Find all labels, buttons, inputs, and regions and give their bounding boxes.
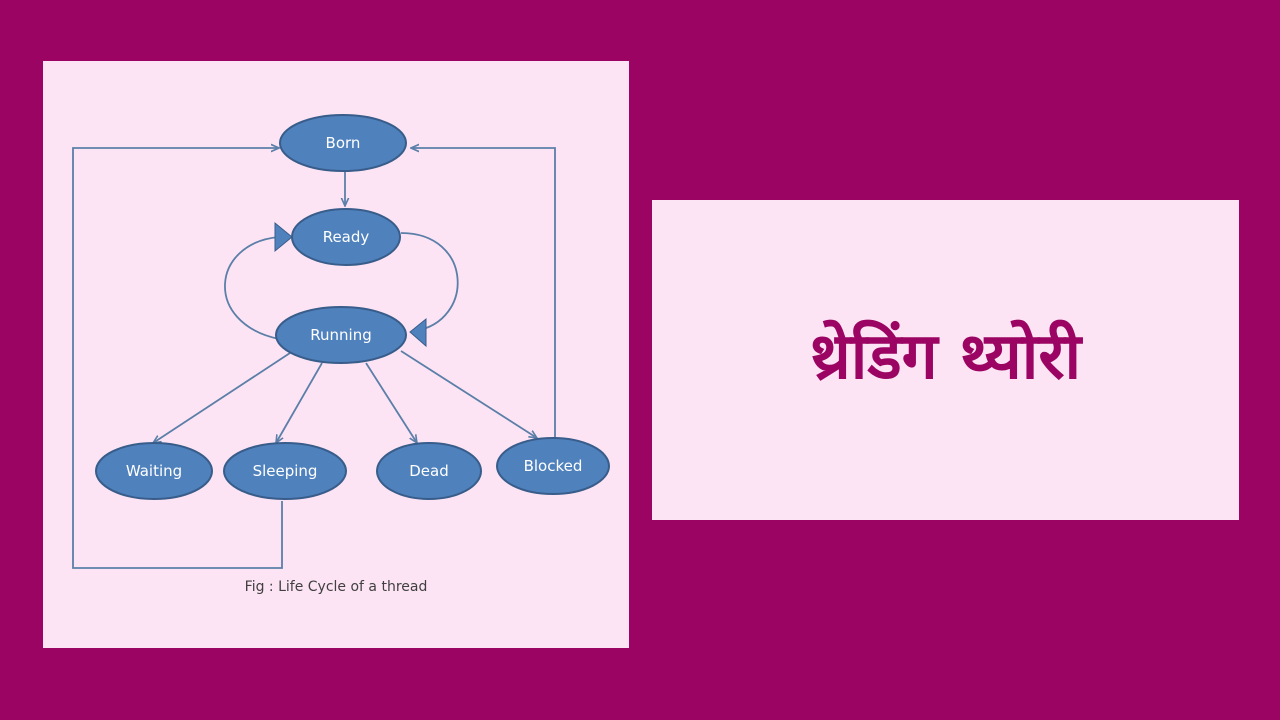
diagram-canvas: Born Ready Running Waiting Sleeping Dead… (72, 114, 610, 569)
edge-running-dead (365, 362, 417, 443)
node-ready-label: Ready (323, 228, 370, 246)
title-panel: थ्रेडिंग थ्योरी (652, 200, 1239, 520)
node-sleeping-label: Sleeping (253, 462, 318, 480)
edge-sleeping-born (72, 148, 283, 569)
edge-running-sleeping (276, 362, 323, 443)
node-running: Running (275, 306, 407, 364)
thread-lifecycle-diagram: Born Ready Running Waiting Sleeping Dead… (43, 61, 629, 648)
node-blocked-label: Blocked (524, 457, 583, 475)
node-blocked: Blocked (496, 437, 610, 495)
arrowhead-ready-running (409, 317, 427, 348)
arrowhead-running-ready (274, 221, 293, 253)
node-born: Born (279, 114, 407, 172)
node-sleeping: Sleeping (223, 442, 347, 500)
edge-blocked-born (411, 148, 556, 441)
node-born-label: Born (326, 134, 361, 152)
edge-running-ready (224, 236, 280, 340)
node-dead: Dead (376, 442, 482, 500)
page-title: थ्रेडिंग थ्योरी (809, 319, 1082, 394)
node-ready: Ready (291, 208, 401, 266)
node-dead-label: Dead (409, 462, 449, 480)
edge-running-blocked (400, 350, 537, 438)
edge-running-waiting (153, 352, 291, 443)
node-running-label: Running (310, 326, 371, 344)
node-waiting: Waiting (95, 442, 213, 500)
node-waiting-label: Waiting (126, 462, 182, 480)
diagram-caption: Fig : Life Cycle of a thread (244, 579, 428, 595)
edge-ready-running (400, 232, 459, 332)
